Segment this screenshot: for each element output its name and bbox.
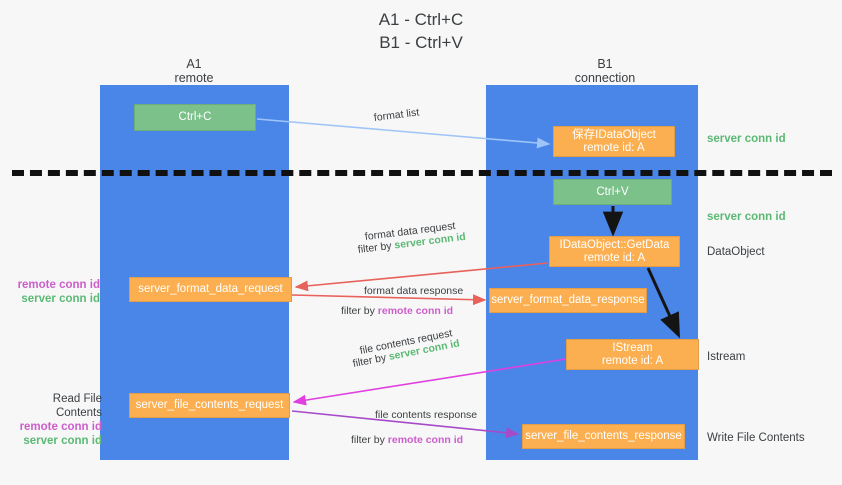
filter-prefix-2: filter by bbox=[341, 305, 378, 317]
box-idataobject-line1: 保存IDataObject bbox=[572, 128, 656, 141]
lane-header-a1: A1 remote bbox=[174, 57, 214, 85]
filter-value-remote-conn-id-2: remote conn id bbox=[387, 434, 464, 446]
edge-label-file-contents-response-filter: filter by remote conn id bbox=[351, 434, 463, 447]
box-server-format-data-response-label: server_format_data_response bbox=[491, 294, 645, 306]
box-istream-line2: remote id: A bbox=[601, 354, 664, 367]
box-idataobject-line2: remote id: A bbox=[583, 141, 645, 154]
box-server-file-contents-response[interactable]: server_file_contents_response bbox=[522, 424, 685, 449]
annotation-istream: Istream bbox=[707, 351, 746, 363]
box-server-format-data-request[interactable]: server_format_data_request bbox=[129, 277, 292, 302]
box-ctrl-c-label: Ctrl+C bbox=[178, 111, 212, 123]
filter-prefix-3: filter by bbox=[351, 351, 391, 370]
filter-prefix-4: filter by bbox=[351, 434, 388, 446]
box-istream[interactable]: IStream remote id: A bbox=[566, 339, 699, 370]
annotation-write-file-contents: Write File Contents bbox=[707, 432, 805, 444]
annotation-read-file-contents-group: Read File Contents remote conn id server… bbox=[6, 392, 102, 448]
box-ctrl-v[interactable]: Ctrl+V bbox=[553, 179, 672, 205]
annotation-server-conn-id-mid: server conn id bbox=[707, 211, 786, 223]
box-idataobject[interactable]: 保存IDataObject remote id: A bbox=[553, 126, 675, 157]
annotation-dataobject: DataObject bbox=[707, 246, 765, 258]
page-title: A1 - Ctrl+C B1 - Ctrl+V bbox=[378, 10, 464, 52]
annotation-server-conn-id-top: server conn id bbox=[707, 133, 786, 145]
annotation-remote-conn-id-2: remote conn id bbox=[19, 421, 102, 433]
box-server-file-contents-request-label: server_file_contents_request bbox=[135, 399, 284, 411]
box-idataobject-getdata[interactable]: IDataObject::GetData remote id: A bbox=[549, 236, 680, 267]
box-server-format-data-response[interactable]: server_format_data_response bbox=[489, 288, 647, 313]
box-getdata-line2: remote id: A bbox=[583, 251, 646, 264]
box-server-file-contents-request[interactable]: server_file_contents_request bbox=[129, 393, 290, 418]
lane-header-b1: B1 connection bbox=[574, 57, 636, 85]
box-istream-line1: IStream bbox=[612, 341, 653, 354]
edge-label-format-list: format list bbox=[373, 106, 420, 124]
annotation-server-conn-id-2: server conn id bbox=[23, 435, 102, 447]
box-getdata-line1: IDataObject::GetData bbox=[559, 238, 670, 251]
box-server-file-contents-response-label: server_file_contents_response bbox=[525, 430, 682, 442]
box-ctrl-c[interactable]: Ctrl+C bbox=[134, 104, 256, 131]
edge-label-file-contents-response: file contents response bbox=[375, 409, 478, 421]
annotation-server-conn-id-1: server conn id bbox=[21, 293, 100, 305]
annotation-remote-conn-id-1: remote conn id bbox=[17, 279, 100, 291]
filter-value-remote-conn-id-1: remote conn id bbox=[377, 305, 454, 317]
box-server-format-data-request-label: server_format_data_request bbox=[138, 283, 283, 295]
annotation-read-file-contents: Read File Contents bbox=[52, 393, 102, 419]
edge-label-format-data-response-filter: filter by remote conn id bbox=[341, 305, 453, 318]
filter-prefix-1: filter by bbox=[357, 239, 396, 256]
annotation-conn-ids-format: remote conn id server conn id bbox=[8, 278, 100, 306]
edge-label-format-data-response: format data response bbox=[364, 285, 464, 297]
phase-divider bbox=[12, 170, 832, 176]
box-ctrl-v-label: Ctrl+V bbox=[596, 185, 629, 198]
